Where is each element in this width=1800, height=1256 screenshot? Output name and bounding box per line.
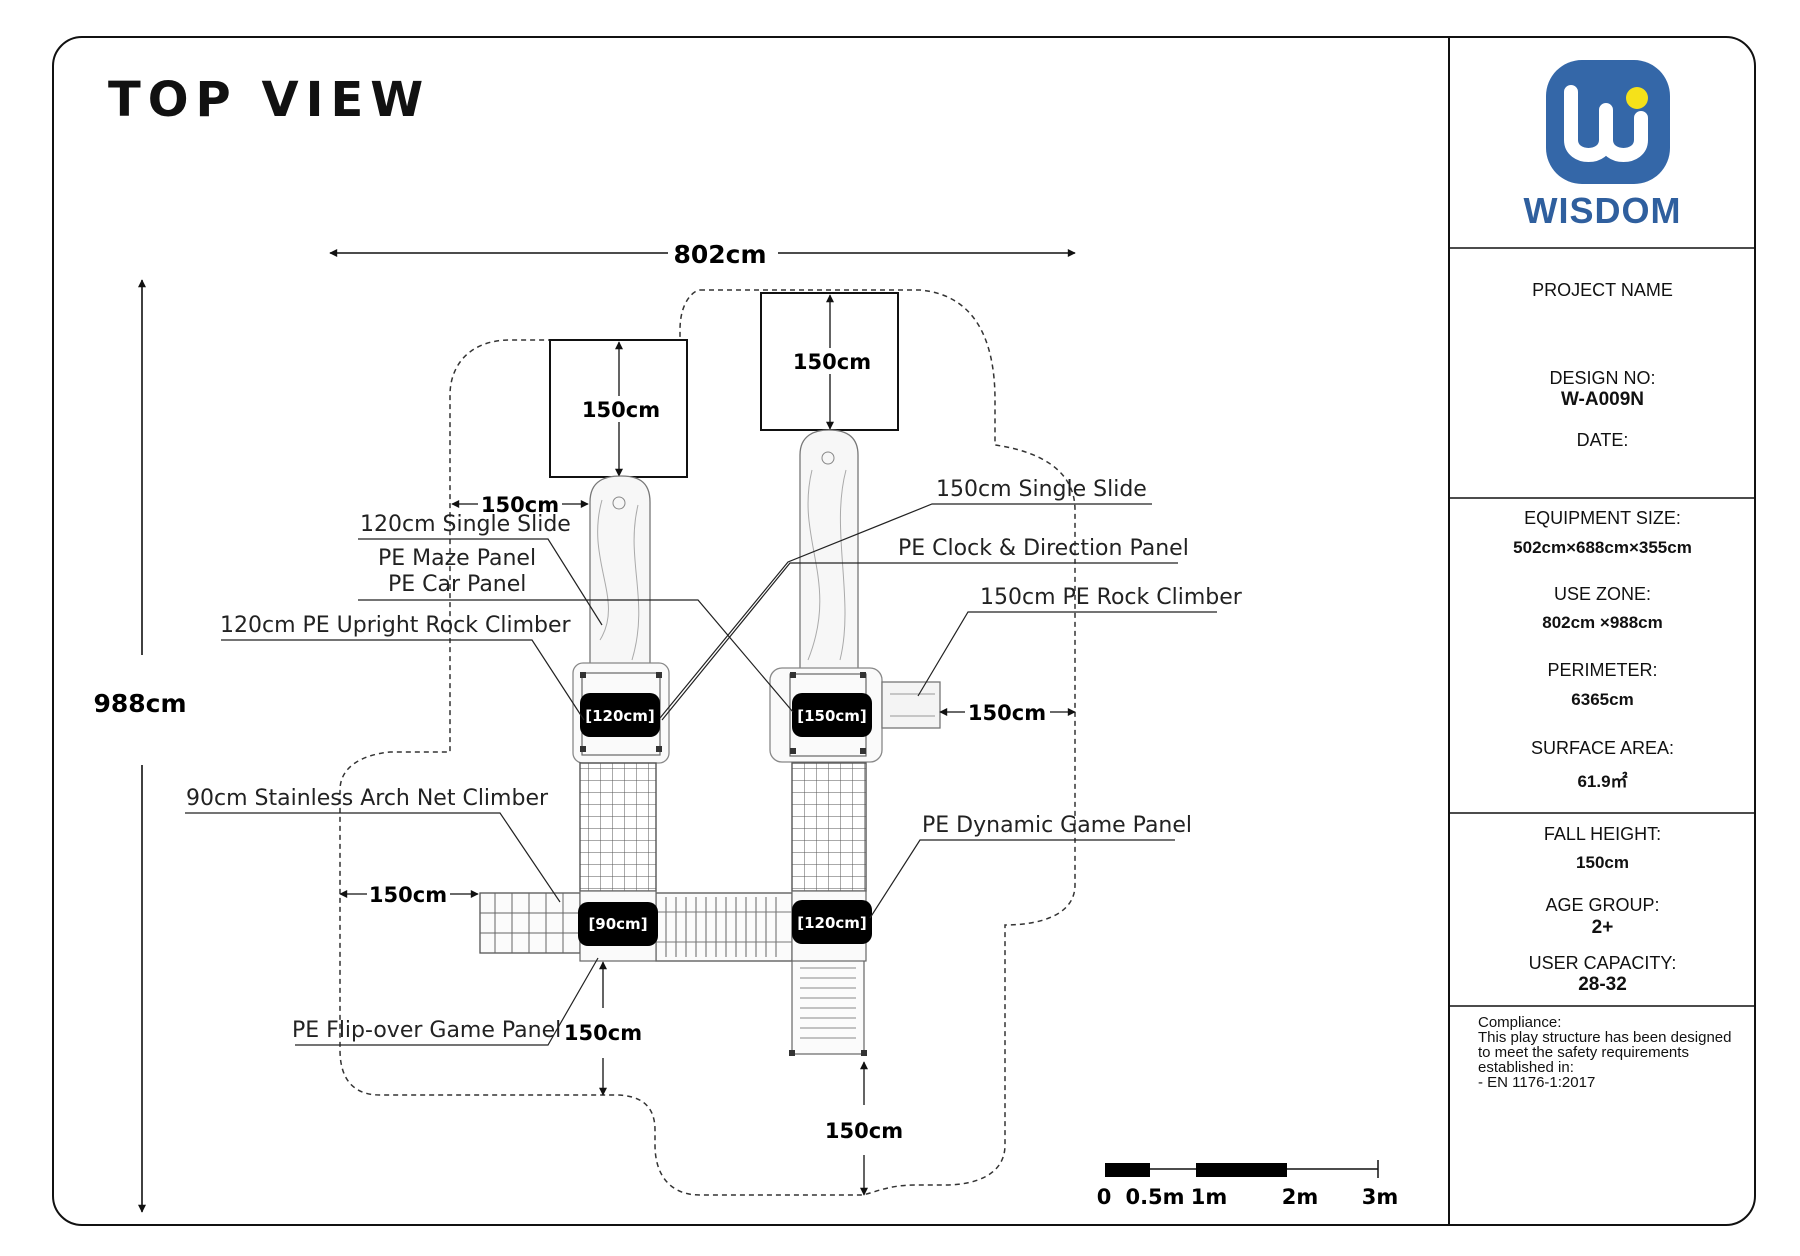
perimeter-value: 6365cm (1571, 690, 1634, 709)
clearance-left-top: 150cm (451, 493, 589, 517)
tower-badge-90cm: [90cm] (578, 902, 658, 946)
use-zone-label: USE ZONE: (1553, 584, 1651, 604)
callout-single-slide-150: 150cm Single Slide (936, 477, 1147, 502)
use-zone-value: 802cm ×988cm (1542, 613, 1663, 632)
perimeter-label: PERIMETER: (1547, 660, 1658, 680)
ladder-bottom (789, 959, 867, 1056)
use-zone-boundary (339, 289, 1076, 1196)
tower-badge-150cm: [150cm] (792, 693, 872, 737)
surface-area-label: SURFACE AREA: (1530, 738, 1675, 758)
tower-badge-120cm-upper: [120cm] (580, 693, 660, 737)
tower-badge-label: [120cm] (585, 707, 655, 725)
clearance-rock-climber-label: 150cm (968, 701, 1046, 725)
scale-label: 3m (1362, 1185, 1399, 1209)
bridge-lower (655, 892, 793, 962)
slide-runout-left-label: 150cm (582, 398, 660, 422)
logo-dot (1626, 87, 1648, 109)
date-label: DATE: (1576, 430, 1629, 450)
equipment-size-value: 502cm×688cm×355cm (1513, 538, 1692, 557)
logo-wordmark: WISDOM (1523, 190, 1682, 231)
sheet-frame (52, 36, 1756, 1226)
user-capacity-label: USER CAPACITY: (1528, 953, 1677, 973)
tower-badge-label: [150cm] (797, 707, 867, 725)
design-no-label: DESIGN NO: (1549, 368, 1656, 388)
overall-width-dimension: 802cm (329, 240, 1076, 269)
design-no-value: W-A009N (1560, 389, 1645, 410)
callout-arch-net-climber: 90cm Stainless Arch Net Climber (186, 786, 549, 811)
compliance-standard: - EN 1176-1:2017 (1478, 1074, 1596, 1091)
compliance-text: This play structure has been designed to… (1478, 1029, 1732, 1076)
scale-label: 0.5m (1125, 1185, 1184, 1209)
age-group-value: 2+ (1591, 917, 1614, 938)
page-title: TOP VIEW (108, 72, 430, 128)
overall-depth-dimension: 988cm (93, 279, 187, 1213)
compliance-title: Compliance: (1478, 1014, 1562, 1031)
net-tunnel-right (791, 762, 867, 892)
compliance-note: Compliance: This play structure has been… (1478, 1015, 1748, 1090)
clearance-left-top-label: 150cm (481, 493, 559, 517)
slide-runout-right: 150cm (760, 292, 899, 431)
callout-flip-over-panel: PE Flip-over Game Panel (292, 1018, 561, 1043)
wisdom-logo (1546, 60, 1670, 184)
user-capacity-value: 28-32 (1578, 974, 1627, 995)
fall-height-value: 150cm (1576, 853, 1629, 872)
clearance-net-climber: 150cm (339, 883, 479, 907)
project-name-label: PROJECT NAME (1532, 280, 1673, 300)
clearance-rock-climber: 150cm (939, 701, 1076, 725)
clearance-flip-panel: 150cm (564, 961, 642, 1096)
overall-width-label: 802cm (673, 240, 766, 269)
age-group-label: AGE GROUP: (1545, 895, 1660, 915)
callout-single-slide-120: 120cm Single Slide (360, 512, 571, 537)
tower-badge-120cm-lower: [120cm] (792, 900, 872, 944)
scale-bar: 0 0.5m 1m 2m 3m (1097, 1160, 1399, 1209)
clearance-bottom-ladder: 150cm (825, 1061, 903, 1196)
equipment-size-label: EQUIPMENT SIZE: (1524, 508, 1681, 528)
surface-area-value: 61.9㎡ (1577, 772, 1628, 791)
callout-clock-direction-panel: PE Clock & Direction Panel (898, 536, 1189, 561)
rock-climber-150cm (881, 681, 941, 729)
overall-depth-label: 988cm (93, 689, 186, 718)
callout-leaders (185, 503, 1217, 1046)
scale-label: 1m (1191, 1185, 1228, 1209)
scale-label: 0 (1097, 1185, 1112, 1209)
slide-150cm (799, 429, 859, 673)
callout-rock-climber-150: 150cm PE Rock Climber (980, 585, 1243, 610)
clearance-net-climber-label: 150cm (369, 883, 447, 907)
slide-runout-left: 150cm (549, 339, 688, 478)
net-tunnel-left (579, 762, 657, 892)
clearance-flip-panel-label: 150cm (564, 1021, 642, 1045)
clearance-bottom-ladder-label: 150cm (825, 1119, 903, 1143)
tower-badge-label: [120cm] (797, 914, 867, 932)
slide-runout-right-label: 150cm (793, 350, 871, 374)
tower-badge-label: [90cm] (588, 915, 647, 933)
scale-label: 2m (1282, 1185, 1319, 1209)
fall-height-label: FALL HEIGHT: (1543, 824, 1662, 844)
callout-dynamic-game-panel: PE Dynamic Game Panel (922, 813, 1192, 838)
arch-net-climber-90cm (479, 892, 581, 954)
slide-120cm (589, 475, 651, 673)
callout-car-panel: PE Car Panel (388, 572, 526, 597)
callout-upright-rock-climber: 120cm PE Upright Rock Climber (220, 613, 572, 638)
callout-maze-panel: PE Maze Panel (378, 546, 536, 571)
